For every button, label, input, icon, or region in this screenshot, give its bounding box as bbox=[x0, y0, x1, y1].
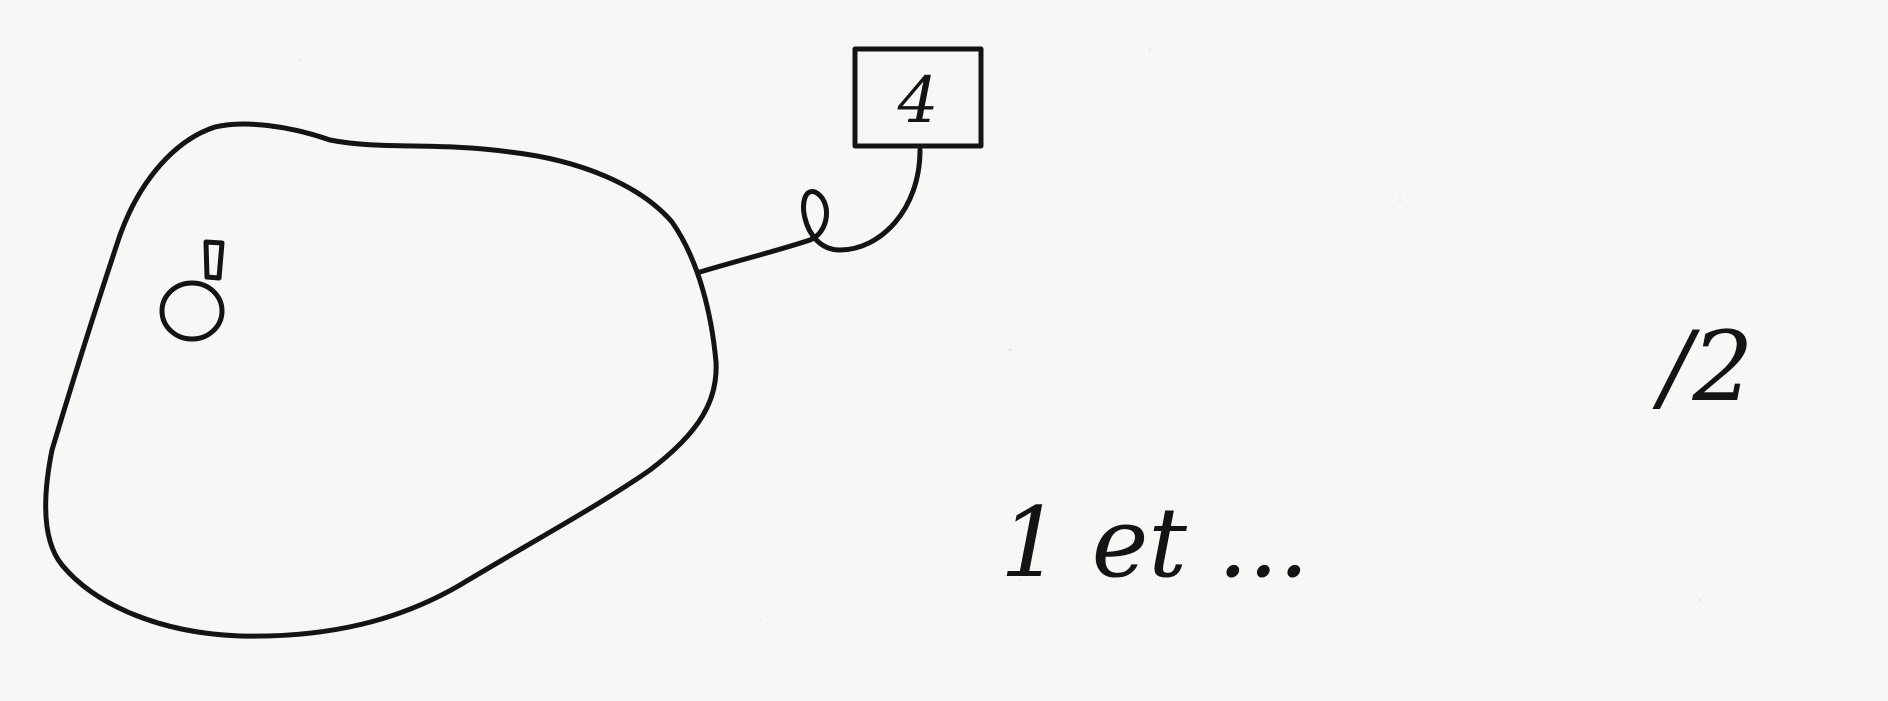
keyhole-icon bbox=[162, 242, 222, 339]
blob-outline bbox=[46, 124, 717, 636]
page-marker-text: /2 bbox=[1652, 311, 1753, 423]
caption-text: 1 et ... bbox=[1000, 487, 1309, 599]
connector-wire bbox=[700, 150, 920, 272]
box-label-text: 4 bbox=[897, 64, 939, 138]
